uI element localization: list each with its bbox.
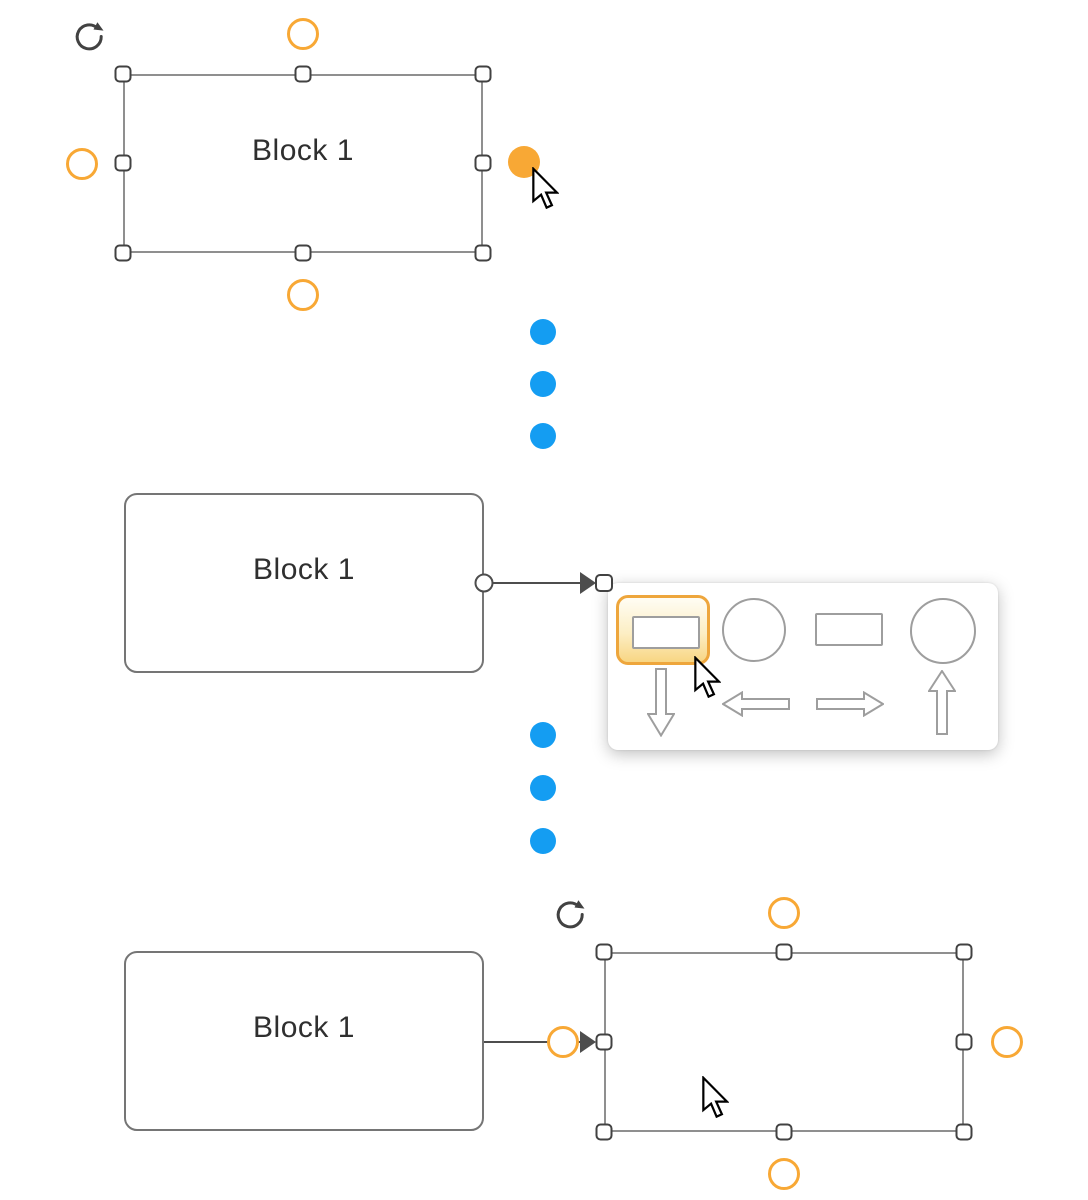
resize-handle-w[interactable] xyxy=(595,1033,613,1051)
direction-up-arrow-icon[interactable] xyxy=(928,670,956,735)
rotate-icon[interactable] xyxy=(553,898,587,934)
block-label: Block 1 xyxy=(252,133,354,167)
rotate-icon[interactable] xyxy=(72,20,106,56)
resize-handle-s[interactable] xyxy=(775,1123,793,1141)
direction-arrow-left[interactable] xyxy=(66,148,98,180)
ellipsis-dot xyxy=(530,423,556,449)
direction-down-arrow-icon[interactable] xyxy=(647,668,675,737)
resize-handle-nw[interactable] xyxy=(595,943,613,961)
direction-left-arrow-icon[interactable] xyxy=(722,691,790,717)
block-1-selected[interactable]: Block 1 xyxy=(123,74,483,253)
block-label: Block 1 xyxy=(253,553,355,586)
ellipsis-dot xyxy=(530,828,556,854)
block-1[interactable]: Block 1 xyxy=(124,493,484,673)
connection-endpoint-ring[interactable] xyxy=(547,1026,579,1058)
shape-picker-popup xyxy=(608,583,998,750)
edge-arrowhead xyxy=(580,572,596,594)
resize-handle-e[interactable] xyxy=(955,1033,973,1051)
resize-handle-se[interactable] xyxy=(955,1123,973,1141)
shape-option-rounded-rectangle-highlighted[interactable] xyxy=(616,595,710,665)
direction-arrow-right[interactable] xyxy=(991,1026,1023,1058)
resize-handle-n[interactable] xyxy=(294,65,312,83)
resize-handle-sw[interactable] xyxy=(114,244,132,262)
edge-line[interactable] xyxy=(484,1040,582,1043)
direction-arrow-top[interactable] xyxy=(768,897,800,929)
mouse-cursor xyxy=(702,1076,729,1118)
direction-arrow-top[interactable] xyxy=(287,18,319,50)
mouse-cursor xyxy=(694,656,721,698)
direction-arrow-bottom[interactable] xyxy=(768,1158,800,1190)
resize-handle-sw[interactable] xyxy=(595,1123,613,1141)
shape-option-ellipse[interactable] xyxy=(722,598,786,662)
new-block-selected[interactable] xyxy=(604,952,964,1132)
edge-source-point[interactable] xyxy=(474,573,494,593)
resize-handle-ne[interactable] xyxy=(474,65,492,83)
ellipsis-dot xyxy=(530,775,556,801)
block-label: Block 1 xyxy=(253,1011,355,1044)
resize-handle-w[interactable] xyxy=(114,154,132,172)
direction-arrow-bottom[interactable] xyxy=(287,279,319,311)
resize-handle-n[interactable] xyxy=(775,943,793,961)
shape-option-circle[interactable] xyxy=(910,598,976,664)
block-1[interactable]: Block 1 xyxy=(124,951,484,1131)
direction-right-arrow-icon[interactable] xyxy=(816,691,884,717)
rounded-rectangle-preview-icon xyxy=(632,616,700,649)
edge-arrowhead xyxy=(580,1031,596,1053)
resize-handle-se[interactable] xyxy=(474,244,492,262)
shape-option-rectangle[interactable] xyxy=(815,613,883,646)
ellipsis-dot xyxy=(530,371,556,397)
edge-line[interactable] xyxy=(490,581,582,584)
resize-handle-ne[interactable] xyxy=(955,943,973,961)
resize-handle-e[interactable] xyxy=(474,154,492,172)
resize-handle-s[interactable] xyxy=(294,244,312,262)
edge-endpoint-handle[interactable] xyxy=(595,574,613,592)
ellipsis-dot xyxy=(530,722,556,748)
ellipsis-dot xyxy=(530,319,556,345)
resize-handle-nw[interactable] xyxy=(114,65,132,83)
mouse-cursor xyxy=(532,167,559,209)
